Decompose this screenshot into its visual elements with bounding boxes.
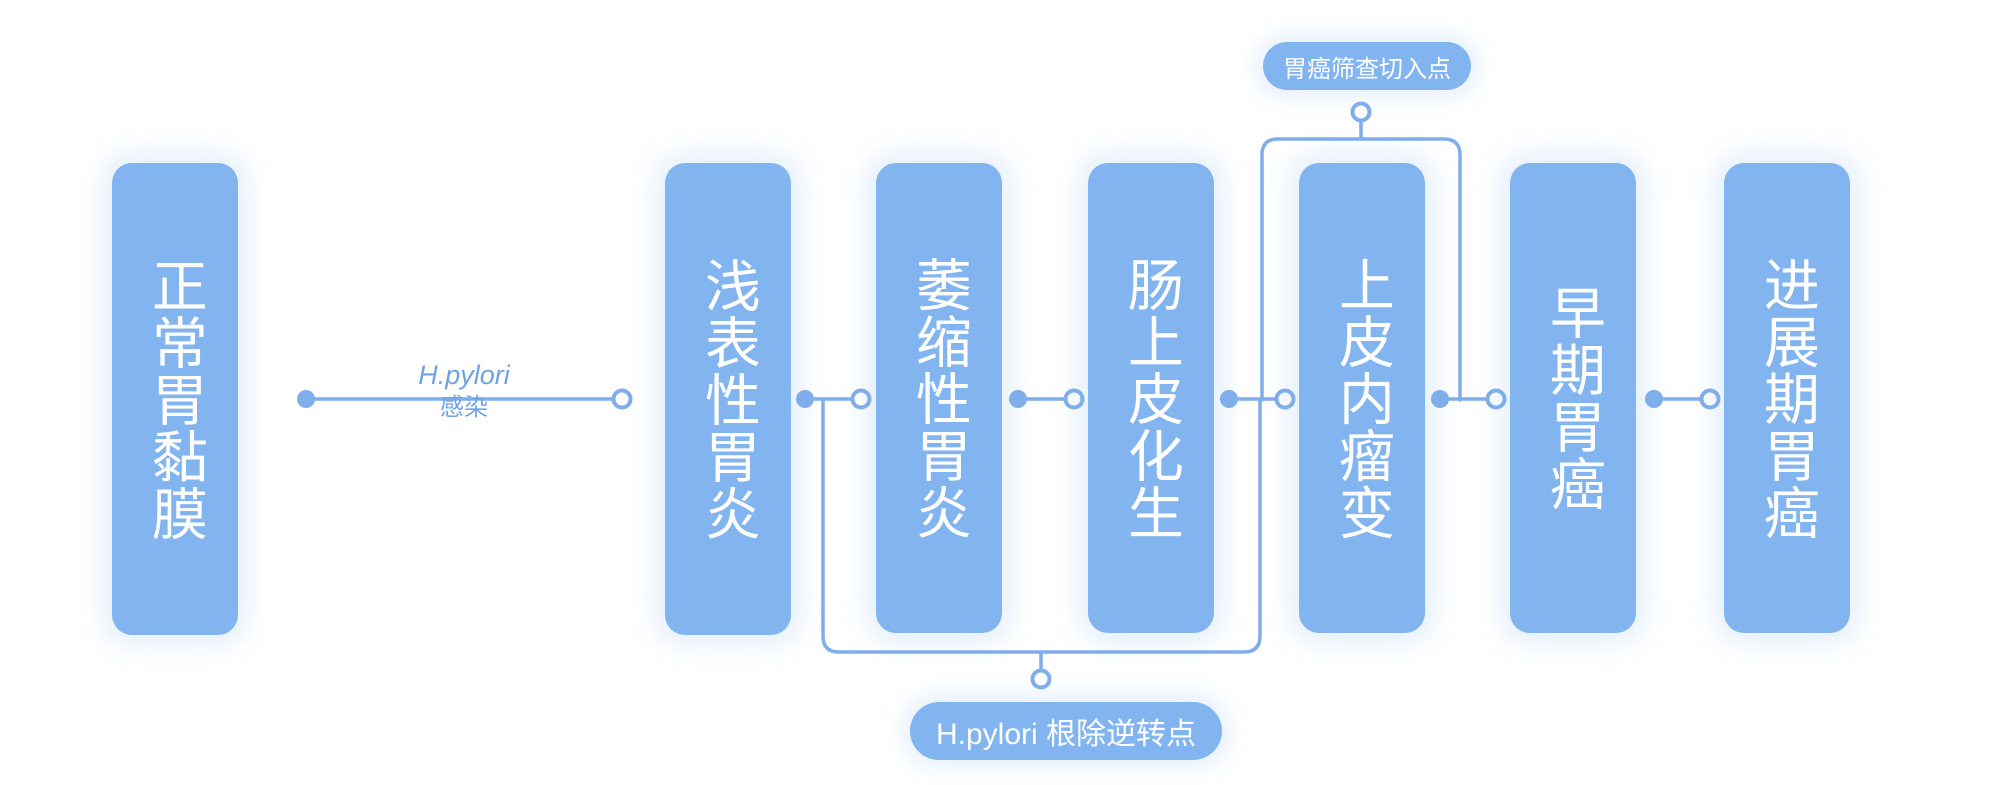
node-label: 正常胃黏膜 — [144, 256, 208, 542]
annotation-anchor-eradication — [1030, 668, 1052, 690]
node-normal-mucosa[interactable]: 正常胃黏膜 — [112, 163, 238, 635]
edge-target-ring-e3 — [1063, 388, 1085, 410]
node-label: 上皮内瘤变 — [1331, 255, 1395, 541]
annotation-screening-entry-point[interactable]: 胃癌筛查切入点 — [1263, 42, 1471, 90]
annotation-label: 胃癌筛查切入点 — [1283, 55, 1451, 83]
edge-source-dot-e1 — [297, 390, 315, 408]
node-label: 进展期胃癌 — [1756, 255, 1820, 541]
edge-label-secondary: 感染 — [440, 393, 488, 421]
edge-target-ring-e4 — [1274, 388, 1296, 410]
node-label: 萎缩性胃炎 — [908, 255, 972, 541]
node-label: 肠上皮化生 — [1120, 255, 1184, 541]
annotation-anchor-screening — [1350, 101, 1372, 123]
edge-target-ring-e1 — [611, 388, 633, 410]
node-early-gastric-cancer[interactable]: 早期胃癌 — [1510, 163, 1636, 633]
edge-source-dot-e5 — [1431, 390, 1449, 408]
node-advanced-gastric-cancer[interactable]: 进展期胃癌 — [1724, 163, 1850, 633]
node-intraepithelial-neoplasia[interactable]: 上皮内瘤变 — [1299, 163, 1425, 633]
node-atrophic-gastritis[interactable]: 萎缩性胃炎 — [876, 163, 1002, 633]
node-label: 浅表性胃炎 — [697, 256, 761, 542]
node-superficial-gastritis[interactable]: 浅表性胃炎 — [665, 163, 791, 635]
edge-label-primary: H.pylori — [418, 360, 510, 390]
annotation-label: H.pylori 根除逆转点 — [936, 718, 1197, 751]
edge-target-ring-e6 — [1699, 388, 1721, 410]
edge-source-dot-e2 — [796, 390, 814, 408]
edge-target-ring-e5 — [1485, 388, 1507, 410]
edge-source-dot-e3 — [1009, 390, 1027, 408]
node-label: 早期胃癌 — [1542, 284, 1606, 512]
edge-label-e1: H.pylori 感染 — [364, 359, 564, 423]
edge-target-ring-e2 — [850, 388, 872, 410]
edge-source-dot-e6 — [1645, 390, 1663, 408]
node-intestinal-metaplasia[interactable]: 肠上皮化生 — [1088, 163, 1214, 633]
annotation-eradication-reversal-point[interactable]: H.pylori 根除逆转点 — [910, 702, 1223, 760]
edge-source-dot-e4 — [1220, 390, 1238, 408]
